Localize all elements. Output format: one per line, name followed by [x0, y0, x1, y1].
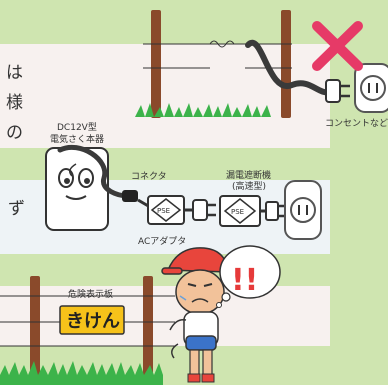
- danger-sign: きけん: [59, 305, 125, 335]
- grass: [135, 103, 271, 117]
- outlet-icon: [284, 180, 322, 240]
- connector-icon: [122, 190, 138, 202]
- outlet-label: コンセントなど: [325, 118, 388, 129]
- danger-sign-caption: 危険表示板: [68, 288, 113, 300]
- fence-post: [143, 276, 153, 380]
- cord: [245, 39, 333, 96]
- fence-post: [30, 276, 40, 380]
- pse-mark: PSE: [231, 208, 244, 216]
- danger-sign-text: きけん: [66, 311, 120, 332]
- partial-text-4: ず: [8, 199, 25, 219]
- bottom-fence: [0, 276, 175, 385]
- energizer-label-2: 電気さく本器: [50, 133, 104, 145]
- fence-post: [281, 10, 291, 118]
- partial-text-2: 様: [6, 93, 23, 113]
- cord: [57, 144, 131, 199]
- breaker-label-2: (高速型): [232, 180, 266, 192]
- breaker-device: PSE: [219, 195, 261, 227]
- top-fence: [135, 10, 292, 118]
- outlet-icon: [354, 63, 388, 113]
- cross-icon: [312, 21, 363, 71]
- boy-character: [161, 247, 229, 383]
- text-band-top: [0, 44, 330, 148]
- ac-adapter: PSE: [147, 195, 185, 225]
- pse-mark: PSE: [157, 207, 170, 215]
- energizer-device: [45, 147, 109, 231]
- exclamation-marks: !!: [231, 263, 258, 298]
- plug-icon: [325, 79, 350, 103]
- ac-adapter-label: ACアダプタ: [138, 235, 186, 247]
- thought-bubble: [216, 245, 281, 308]
- partial-text-1: は: [6, 63, 23, 83]
- energizer-label-1: DC12V型: [57, 122, 97, 133]
- text-band-bottom: [0, 286, 330, 346]
- connector-label: コネクタ: [131, 171, 167, 182]
- grass: [0, 361, 163, 385]
- fence-post: [151, 10, 161, 118]
- breaker-label-1: 漏電遮断機: [226, 169, 271, 181]
- partial-text-3: の: [6, 123, 23, 143]
- plug-icon: [192, 199, 216, 221]
